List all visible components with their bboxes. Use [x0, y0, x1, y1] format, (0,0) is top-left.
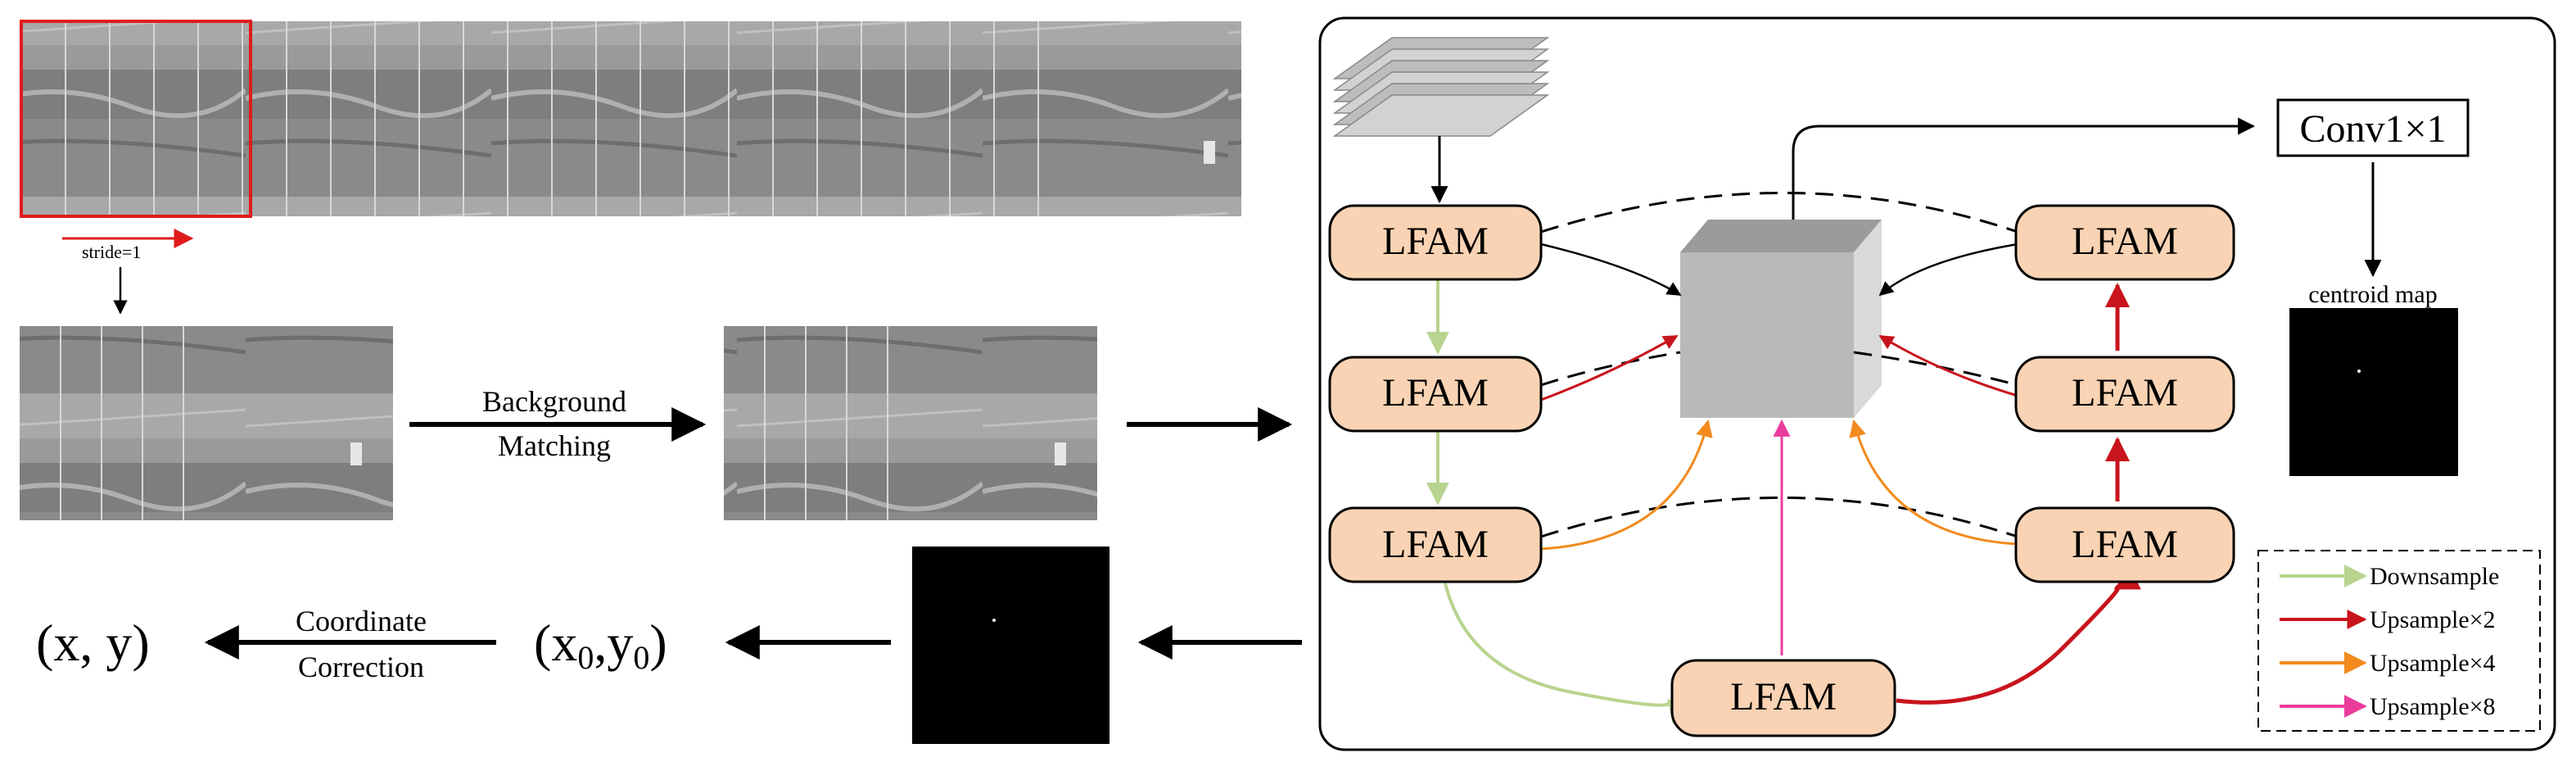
lfam-left-2: LFAM — [1328, 356, 1543, 433]
up4-lfam-r3-to-cube — [1849, 419, 2018, 546]
legend-label: Upsample×4 — [2370, 650, 2496, 677]
legend-label: Downsample — [2370, 563, 2499, 590]
down-3-bottom — [1443, 579, 1691, 724]
up2-bottom-to-r3 — [1896, 567, 2141, 705]
result-dot — [992, 619, 996, 622]
correction-label-1: Coordinate — [296, 605, 427, 637]
lfam-label: LFAM — [2072, 523, 2178, 566]
legend-label: Upsample×2 — [2370, 606, 2496, 633]
centroid-label: centroid map — [2308, 281, 2437, 308]
lfam-left-1: LFAM — [1328, 204, 1543, 281]
frame-sequence — [20, 20, 1241, 218]
stacked-frames-icon — [1332, 37, 1550, 137]
lfam-label: LFAM — [2072, 220, 2178, 263]
up4-lfam3-to-cube — [1540, 419, 1713, 551]
input-clip — [20, 326, 393, 520]
legend-box — [2257, 550, 2541, 732]
lfam-right-2: LFAM — [2014, 356, 2235, 433]
up2-lfam2-to-cube — [1540, 334, 1679, 401]
cube-to-lfam-r1 — [1878, 243, 2018, 297]
centroid-dot — [2357, 370, 2361, 373]
lfam-label: LFAM — [1382, 371, 1489, 415]
conv-label: Conv1×1 — [2299, 107, 2446, 151]
centroid-map — [2289, 308, 2458, 476]
lfam-right-3: LFAM — [2014, 506, 2235, 583]
correction-label-2: Correction — [298, 651, 424, 683]
stride-label: stride=1 — [82, 242, 141, 262]
conv-box — [2276, 98, 2470, 157]
network-panel — [1318, 16, 2556, 751]
up2-lfam-r2-to-cube — [1878, 334, 2018, 397]
lfam-left-3: LFAM — [1328, 506, 1543, 583]
raw-coordinate: (x0,y0) — [534, 614, 667, 676]
matched-clip — [724, 326, 1097, 520]
cube-to-conv — [1792, 117, 2256, 220]
matching-label-2: Matching — [498, 429, 611, 462]
lfam-right-1: LFAM — [2014, 204, 2235, 281]
sliding-window — [20, 20, 252, 218]
matching-label-1: Background — [482, 385, 626, 418]
lfam-bottom: LFAM — [1670, 659, 1896, 737]
result-map — [912, 547, 1109, 744]
skip-dash-bottom — [1540, 497, 2018, 538]
legend-label: Upsample×8 — [2370, 693, 2496, 720]
lfam-label: LFAM — [2072, 371, 2178, 415]
target-marker — [1204, 141, 1215, 164]
lfam1-to-cube — [1540, 243, 1682, 297]
final-coordinate: (x, y) — [36, 614, 150, 672]
skip-dash-mid-left — [1540, 351, 1681, 387]
skip-dash-top — [1540, 192, 2018, 234]
lfam-label: LFAM — [1730, 675, 1837, 719]
lfam-label: LFAM — [1382, 523, 1489, 566]
lfam-label: LFAM — [1382, 220, 1489, 263]
feature-cube — [1680, 220, 1882, 418]
